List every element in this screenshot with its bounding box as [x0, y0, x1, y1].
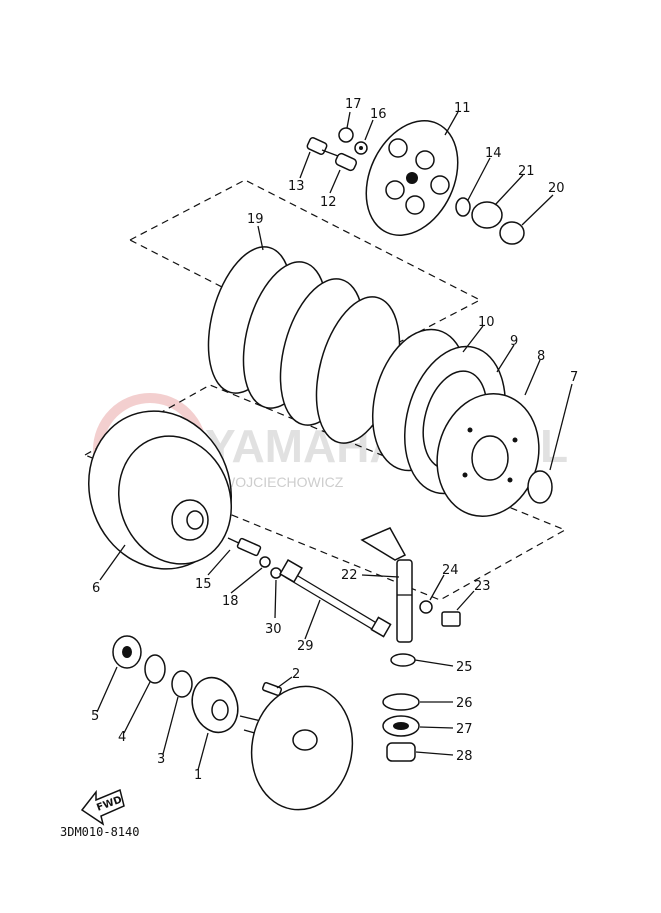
- callout-18: 18: [222, 594, 239, 609]
- primary-driven-gear: [436, 392, 540, 518]
- callout-21: 21: [518, 164, 535, 179]
- callout-17: 17: [345, 97, 362, 112]
- callout-3: 3: [157, 752, 165, 767]
- callout-16: 16: [370, 107, 387, 122]
- callout-15: 15: [195, 577, 212, 592]
- callout-11: 11: [454, 101, 471, 116]
- callout-4: 4: [118, 730, 126, 745]
- callout-25: 25: [456, 660, 473, 675]
- callout-5: 5: [91, 709, 99, 724]
- watermark-tail: L: [540, 420, 568, 472]
- push-rod: [279, 559, 392, 638]
- callout-7: 7: [570, 370, 578, 385]
- leader-lines: [96, 111, 573, 771]
- callout-19: 19: [247, 212, 264, 227]
- diagram-code: 3DM010-8140: [60, 825, 139, 839]
- nut-and-washers: [112, 635, 193, 698]
- callout-29: 29: [297, 639, 314, 654]
- assembly-box-lower: [83, 384, 567, 601]
- callout-6: 6: [92, 581, 100, 596]
- callout-8: 8: [537, 349, 545, 364]
- push-rod-parts: [227, 537, 282, 579]
- callout-2: 2: [292, 667, 300, 682]
- clutch-springs-bolts: [306, 127, 368, 172]
- callout-22: 22: [341, 568, 358, 583]
- clutch-housing: [88, 410, 233, 570]
- push-lever-shaft: [360, 527, 413, 643]
- callout-14: 14: [485, 146, 502, 161]
- callout-1: 1: [194, 768, 202, 783]
- lock-washer: [527, 470, 553, 504]
- fwd-arrow: FWD: [80, 788, 125, 826]
- callout-26: 26: [456, 696, 473, 711]
- callout-28: 28: [456, 749, 473, 764]
- callout-20: 20: [548, 181, 565, 196]
- push-rod-nut-washer: [455, 197, 525, 245]
- callout-labels: 11 17 16 13 12 14 21 20 19 10 9 8 7 6 15…: [91, 97, 578, 783]
- callout-13: 13: [288, 179, 305, 194]
- pressure-plate: [365, 120, 459, 236]
- callout-12: 12: [320, 195, 337, 210]
- callout-23: 23: [474, 579, 491, 594]
- primary-drive-gear: [191, 676, 354, 811]
- assembly-box-upper: [128, 179, 482, 361]
- bolt-washer: [419, 600, 461, 627]
- callout-10: 10: [478, 315, 495, 330]
- shaft-seals-bearing: [382, 653, 420, 762]
- callout-9: 9: [510, 334, 518, 349]
- callout-30: 30: [265, 622, 282, 637]
- callout-27: 27: [456, 722, 473, 737]
- watermark-sub: WOJCIECHOWICZ: [222, 474, 344, 490]
- callout-24: 24: [442, 563, 459, 578]
